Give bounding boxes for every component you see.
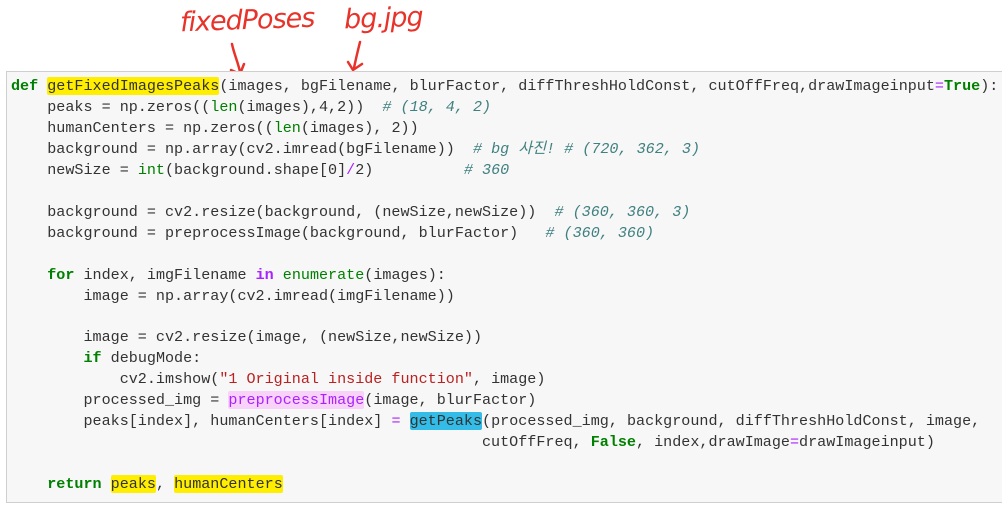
code-text: debugMode: [101,349,202,368]
code-text: , [155,475,175,494]
annotation-bg-jpg: bg.jpg [343,1,424,36]
code-line-11: image = np.array(cv2.imread(imgFilename)… [11,286,455,305]
builtin-enumerate: enumerate [282,265,365,284]
code-line-3: humanCenters = np.zeros((len(images), 2)… [11,118,419,137]
code-line-1: def getFixedImagesPeaks(images, bgFilena… [11,77,998,95]
code-text: humanCenters = np.zeros(( [11,118,274,137]
code-line-10: for index, imgFilename in enumerate(imag… [11,266,446,284]
comment: # (360, 360, 3) [554,202,691,221]
code-line-8: background = preprocessImage(background,… [11,224,654,242]
code-text: (images),4,2)) [237,97,383,116]
code-text: image = cv2.resize(image, (newSize,newSi… [11,328,483,347]
comment: # bg 사진! # (720, 362, 3) [472,139,700,158]
code-text: image = np.array(cv2.imread(imgFilename)… [11,286,455,305]
code-text: peaks = np.zeros(( [11,97,211,116]
keyword-false: False [590,433,636,452]
code-line-5: newSize = int(background.shape[0]/2) # 3… [11,161,509,179]
code-line-4: background = np.array(cv2.imread(bgFilen… [11,140,700,158]
get-peaks-highlight: getPeaks [409,412,483,431]
code-line-2: peaks = np.zeros((len(images),4,2)) # (1… [11,98,491,116]
keyword-for: for [47,265,75,284]
operator-equals: = [934,77,944,95]
code-cell[interactable]: def getFixedImagesPeaks(images, bgFilena… [6,71,1002,503]
code-text: (background.shape[0] [165,160,347,179]
code-text: (processed_img, background, diffThreshHo… [482,412,981,431]
builtin-int: int [137,160,165,179]
code-text: , image) [472,370,546,389]
line-end: ): [980,77,999,95]
code-text: drawImageinput) [799,433,935,452]
return-humancenters-highlight: humanCenters [174,475,283,494]
keyword-if: if [83,349,102,368]
keyword-def: def [11,77,39,95]
code-text: processed_img = [11,391,229,410]
code-text: (images), 2)) [300,118,419,137]
annotation-arrow-right-icon [346,40,364,72]
keyword-return: return [47,475,102,494]
preprocess-image-highlight: preprocessImage [228,391,365,410]
code-line-18: cutOffFreq, False, index,drawImage=drawI… [11,433,935,451]
code-line-14: if debugMode: [11,349,201,367]
code-text: peaks[index], humanCenters[index] [11,412,392,431]
return-peaks-highlight: peaks [110,475,156,494]
annotation-fixedposes: fixedPoses [179,2,315,39]
code-text: , index,drawImage [636,433,790,452]
code-text: 2) [355,160,464,179]
code-text: index, imgFilename [74,265,256,284]
code-line-20: return peaks, humanCenters [11,475,283,494]
code-text: background = preprocessImage(background,… [11,223,546,242]
comment: # 360 [463,160,510,179]
operator-divide: / [346,160,356,179]
builtin-len: len [273,118,301,137]
code-line-16: processed_img = preprocessImage(image, b… [11,391,537,410]
keyword-true: True [943,77,981,95]
comment: # (18, 4, 2) [382,97,492,116]
code-line-15: cv2.imshow("1 Original inside function",… [11,370,546,389]
code-text: (image, blurFactor) [364,391,537,410]
code-text: cv2.imshow( [11,370,220,389]
string-literal: "1 Original inside function" [219,370,473,389]
code-block[interactable]: def getFixedImagesPeaks(images, bgFilena… [11,76,998,495]
code-text: newSize = [11,160,138,179]
code-line-17: peaks[index], humanCenters[index] = getP… [11,412,981,431]
comment: # (360, 360) [545,223,655,242]
builtin-len: len [210,97,238,116]
code-text: (images): [364,265,446,284]
function-params: (images, bgFilename, blurFactor, diffThr… [219,77,935,95]
code-line-7: background = cv2.resize(background, (new… [11,203,690,221]
operator-equals: = [391,412,401,431]
code-text: background = np.array(cv2.imread(bgFilen… [11,139,473,158]
keyword-in: in [255,265,274,284]
function-name-highlight: getFixedImagesPeaks [47,77,220,95]
operator-equals: = [789,433,800,452]
code-text: background = cv2.resize(background, (new… [11,202,555,221]
code-text: cutOffFreq, [11,433,591,452]
code-line-13: image = cv2.resize(image, (newSize,newSi… [11,328,482,346]
